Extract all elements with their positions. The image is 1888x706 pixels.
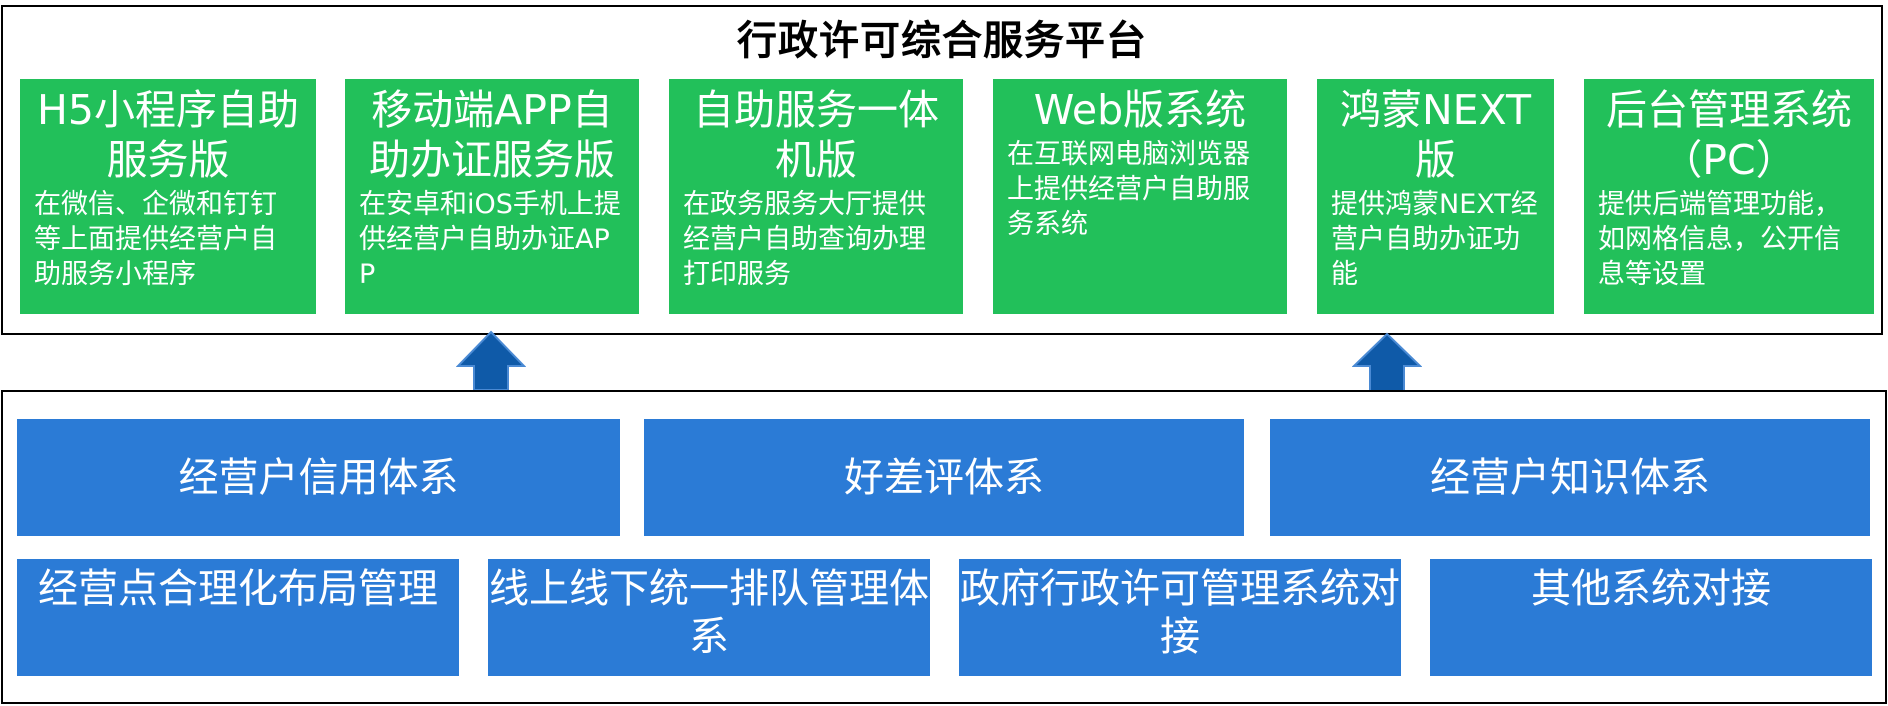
module-desc: 在安卓和iOS手机上提供经营户自助办证APP (359, 189, 621, 290)
module-desc: 在互联网电脑浏览器上提供经营户自助服务系统 (1007, 139, 1250, 240)
system-layout-management: 经营点合理化布局管理 (17, 559, 459, 676)
module-harmony-next: 鸿蒙NEXT 版 提供鸿蒙NEXT经营户自助办证功能 (1317, 79, 1554, 314)
module-desc: 在政务服务大厅提供经营户自助查询办理打印服务 (683, 189, 926, 290)
platform-title: 行政许可综合服务平台 (737, 18, 1147, 64)
module-web-system: Web版系统 在互联网电脑浏览器上提供经营户自助服务系统 (993, 79, 1287, 314)
module-title: 自助服务一体 机版 (693, 86, 939, 184)
platform-frame: 行政许可综合服务平台 H5小程序自助 服务版 在微信、企微和钉钉等上面提供经营户… (1, 5, 1883, 335)
module-desc: 提供后端管理功能，如网格信息，公开信息等设置 (1598, 189, 1841, 290)
system-operator-credit: 经营户信用体系 (17, 419, 620, 536)
module-title: Web版系统 (1033, 86, 1247, 134)
system-queue-management: 线上线下统一排队管理体系 (488, 559, 930, 676)
module-admin-pc: 后台管理系统 （PC） 提供后端管理功能，如网格信息，公开信息等设置 (1584, 79, 1874, 314)
module-mobile-app: 移动端APP自 助办证服务版 在安卓和iOS手机上提供经营户自助办证APP (345, 79, 639, 314)
module-title: 后台管理系统 （PC） (1606, 86, 1852, 184)
system-operator-knowledge: 经营户知识体系 (1270, 419, 1870, 536)
system-evaluation: 好差评体系 (644, 419, 1244, 536)
system-other-integration: 其他系统对接 (1430, 559, 1872, 676)
arrow-up-icon (456, 330, 526, 391)
module-title: 鸿蒙NEXT 版 (1340, 86, 1531, 184)
module-title: 移动端APP自 助办证服务版 (369, 86, 615, 184)
module-desc: 提供鸿蒙NEXT经营户自助办证功能 (1331, 189, 1538, 290)
module-self-service-kiosk: 自助服务一体 机版 在政务服务大厅提供经营户自助查询办理打印服务 (669, 79, 963, 314)
module-desc: 在微信、企微和钉钉等上面提供经营户自助服务小程序 (34, 189, 277, 290)
arrow-up-icon (1352, 332, 1422, 393)
module-title: H5小程序自助 服务版 (37, 86, 299, 184)
module-h5-miniprogram: H5小程序自助 服务版 在微信、企微和钉钉等上面提供经营户自助服务小程序 (20, 79, 316, 314)
system-government-integration: 政府行政许可管理系统对接 (959, 559, 1401, 676)
